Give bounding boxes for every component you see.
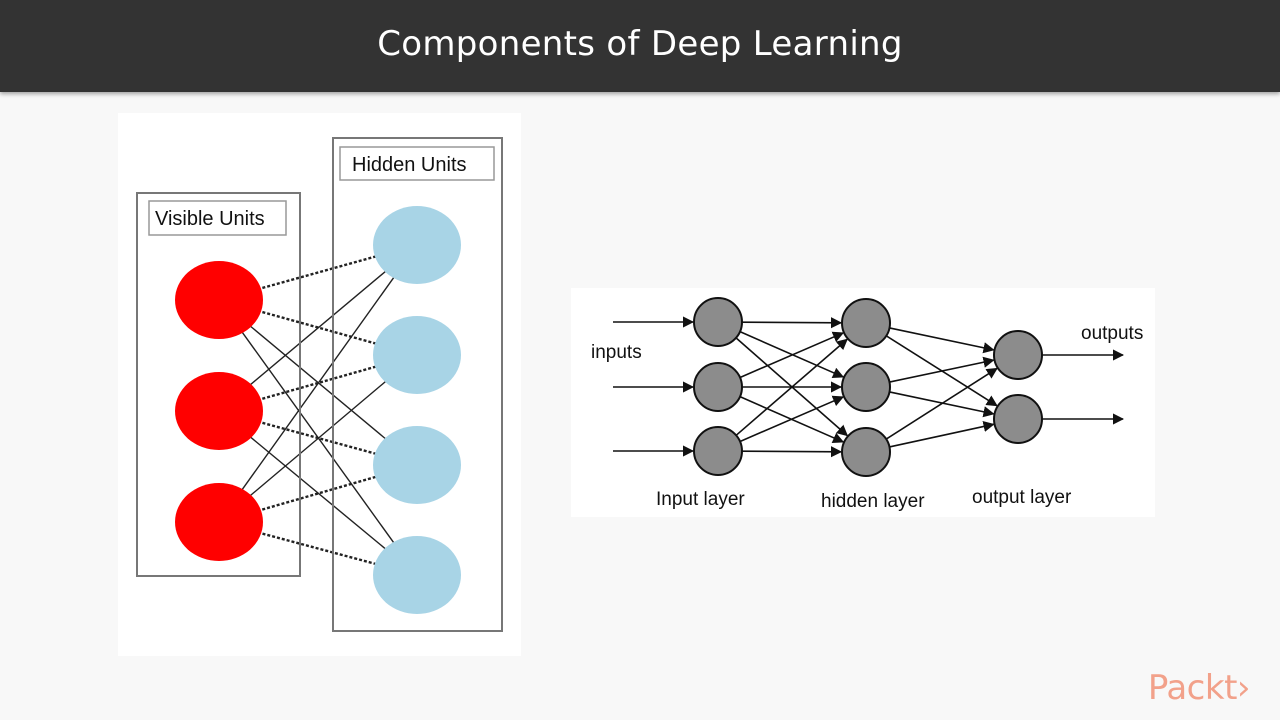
visible-units-label: Visible Units — [155, 208, 265, 230]
input-layer-label: Input layer — [656, 489, 745, 510]
rbm-edge — [218, 354, 418, 523]
nn-edge — [735, 338, 848, 436]
inputs-label: inputs — [591, 342, 642, 363]
nn-node — [841, 427, 891, 477]
output-layer-label: output layer — [972, 487, 1072, 508]
neural-network-diagram: inputs outputs Input layer hidden layer … — [571, 288, 1155, 517]
slide-header: Components of Deep Learning — [0, 0, 1280, 92]
visible-unit — [175, 261, 263, 339]
slide-title: Components of Deep Learning — [377, 24, 903, 64]
nn-node — [841, 298, 891, 348]
nn-node — [693, 426, 743, 476]
hidden-layer-label: hidden layer — [821, 491, 925, 512]
nn-edge — [739, 395, 845, 443]
outputs-label: outputs — [1081, 323, 1143, 344]
rbm-diagram: Visible Units Hidden Units — [118, 113, 521, 656]
nn-node — [693, 362, 743, 412]
rbm-nodes — [175, 206, 461, 614]
hidden-unit — [373, 536, 461, 614]
visible-units-box — [136, 192, 301, 577]
nn-edge — [741, 446, 843, 458]
nn-svg: inputs outputs Input layer hidden layer … — [591, 297, 1143, 512]
nn-edge — [889, 420, 995, 448]
visible-label-box — [148, 200, 287, 236]
rbm-edge — [218, 244, 418, 412]
hidden-units-box — [332, 137, 503, 632]
packt-logo: Packt› — [1147, 668, 1251, 708]
nn-node — [993, 330, 1043, 380]
visible-unit — [175, 483, 263, 561]
nn-edge — [739, 331, 845, 379]
nn-edge — [741, 317, 843, 329]
hidden-units-label: Hidden Units — [352, 154, 467, 176]
hidden-label-box — [339, 146, 495, 181]
nn-edge — [885, 367, 998, 440]
rbm-svg: Visible Units Hidden Units — [136, 137, 503, 632]
hidden-unit — [373, 316, 461, 394]
nn-node — [841, 362, 891, 412]
nn-nodes — [693, 297, 1043, 477]
visible-unit — [175, 372, 263, 450]
nn-connections — [613, 316, 1125, 458]
nn-edge — [889, 327, 995, 354]
rbm-edge — [218, 244, 418, 523]
rbm-edge — [218, 410, 418, 576]
nn-edge — [739, 330, 845, 379]
nn-node — [993, 394, 1043, 444]
nn-node — [693, 297, 743, 347]
hidden-unit — [373, 206, 461, 284]
hidden-unit — [373, 426, 461, 504]
nn-edge — [889, 356, 995, 383]
